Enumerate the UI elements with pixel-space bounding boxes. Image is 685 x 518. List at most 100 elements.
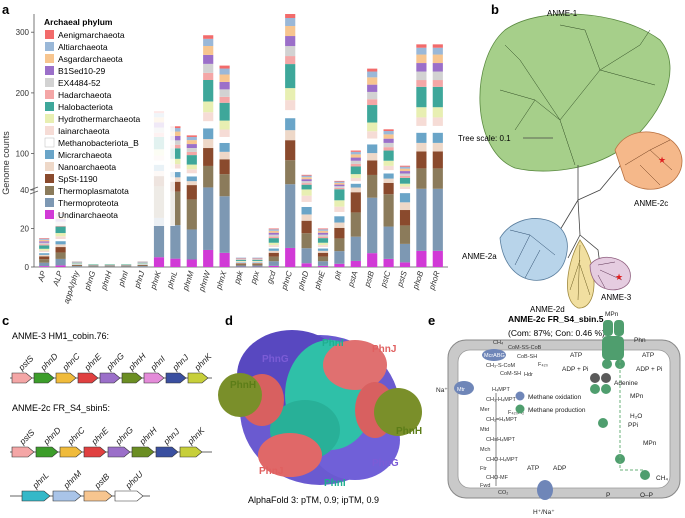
- bar-segment: [219, 120, 230, 130]
- bar-segment: [203, 38, 214, 46]
- bar-segment: [350, 151, 361, 155]
- bar-segment: [416, 117, 427, 126]
- bar-segment: [432, 250, 443, 267]
- bar-segment: [39, 238, 50, 240]
- bar-segment: [432, 44, 443, 48]
- bar-segment: [383, 194, 394, 227]
- gene-label: pstS: [16, 353, 36, 373]
- bar-segment: [219, 136, 230, 143]
- bar-segment: [170, 148, 181, 159]
- bar-segment: [71, 266, 83, 267]
- bar-segment: [170, 131, 181, 136]
- bar-segment: [186, 164, 197, 170]
- bar-segment: [203, 139, 214, 149]
- subunit-phnj: [323, 340, 387, 390]
- f420-label: F₄₂₀: [538, 362, 548, 368]
- gene-label: phnE: [89, 425, 111, 447]
- bar-segment: [203, 128, 214, 140]
- bar-segment: [350, 260, 361, 267]
- bar-segment: [55, 244, 66, 248]
- bar-segment: [186, 229, 197, 260]
- bar-segment: [383, 258, 394, 267]
- bar-segment: [268, 232, 279, 235]
- x-tick-label: gcd: [265, 269, 278, 285]
- clade-anme-3-branches: [597, 261, 623, 289]
- bar-segment: [39, 239, 50, 242]
- legend-swatch: [45, 150, 54, 159]
- bar-segment: [301, 201, 312, 207]
- bar-segment: [416, 151, 427, 169]
- star-icon: ★: [658, 155, 666, 165]
- bar-segment: [317, 228, 329, 230]
- legend-oxidation: Methane oxidation: [528, 394, 582, 401]
- mtr-label: Mtr: [457, 387, 465, 393]
- label-phnh-right: PhnH: [396, 426, 422, 437]
- mpn2-label: MPn: [643, 440, 657, 447]
- panel-label-c: c: [2, 313, 9, 328]
- gene-arrow: [11, 372, 33, 384]
- bar-segment: [285, 18, 296, 27]
- gene-arrow: [121, 372, 143, 384]
- bar-segment: [203, 165, 214, 188]
- y-tick-label: 0: [25, 263, 30, 272]
- bar-segment: [268, 229, 279, 231]
- bar-segment: [186, 185, 197, 200]
- bar-segment: [153, 217, 165, 258]
- gene-label: phnI: [148, 353, 168, 373]
- bar-segment: [367, 71, 378, 78]
- bar-segment: [219, 129, 230, 137]
- cytoplasm: [457, 349, 671, 489]
- mpn1-label: MPn: [630, 393, 644, 400]
- ppi-label: PPi: [628, 422, 638, 429]
- legend-swatch: [45, 174, 54, 183]
- clade-anme-1-branches: [499, 24, 656, 166]
- bar-segment: [203, 63, 214, 73]
- bar-segment: [170, 258, 181, 267]
- legend-entry: Thermoproteota: [58, 198, 119, 208]
- x-tick-label: pstS: [395, 269, 409, 289]
- bar-segment: [334, 189, 345, 201]
- bar-segment: [219, 142, 230, 152]
- bar-segment: [219, 159, 230, 175]
- bar-segment: [301, 179, 312, 182]
- bar-segment: [367, 174, 378, 198]
- bar-segment: [416, 86, 427, 108]
- bar-segment: [416, 125, 427, 133]
- bar-segment: [432, 142, 443, 152]
- bar-segment: [219, 151, 230, 160]
- ch3-label: CH₃-H₄MPT: [486, 397, 516, 403]
- gene-arrow: [11, 446, 35, 458]
- legend-entry: Thermoplasmatota: [58, 186, 129, 196]
- bar-segment: [334, 222, 345, 228]
- x-tick-label: phoR: [427, 270, 442, 292]
- bar-segment: [383, 131, 394, 135]
- legend-swatch: [45, 162, 54, 171]
- bar-segment: [268, 236, 279, 239]
- x-tick-label: phnG: [82, 270, 97, 292]
- bar-segment: [268, 265, 279, 267]
- legend-entry: Halobacteriota: [58, 102, 113, 112]
- bar-segment: [432, 188, 443, 251]
- bar-segment: [399, 262, 411, 267]
- bar-segment: [39, 250, 50, 252]
- bar-segment: [252, 264, 263, 266]
- bar-segment: [317, 234, 329, 237]
- bar-segment: [186, 169, 197, 174]
- bar-segment: [301, 214, 312, 221]
- bar-segment: [367, 84, 378, 92]
- legend-entry: EX4484-52: [58, 78, 101, 88]
- o-p-label: O–P: [640, 492, 653, 499]
- bar-segment: [186, 199, 197, 230]
- bar-segment: [203, 54, 214, 64]
- bar-segment: [219, 96, 230, 103]
- x-tick-label: appA/phy: [62, 269, 81, 305]
- pathway-completeness: (Com: 87%; Con: 0.46 %): [508, 328, 605, 338]
- x-tick-label: ppx: [248, 269, 261, 286]
- bar-segment: [55, 258, 66, 266]
- gene-label: phnL: [30, 470, 51, 491]
- bar-segment: [383, 173, 394, 179]
- bar-segment: [367, 253, 378, 267]
- bar-segment: [334, 227, 345, 239]
- bar-segment: [252, 265, 263, 267]
